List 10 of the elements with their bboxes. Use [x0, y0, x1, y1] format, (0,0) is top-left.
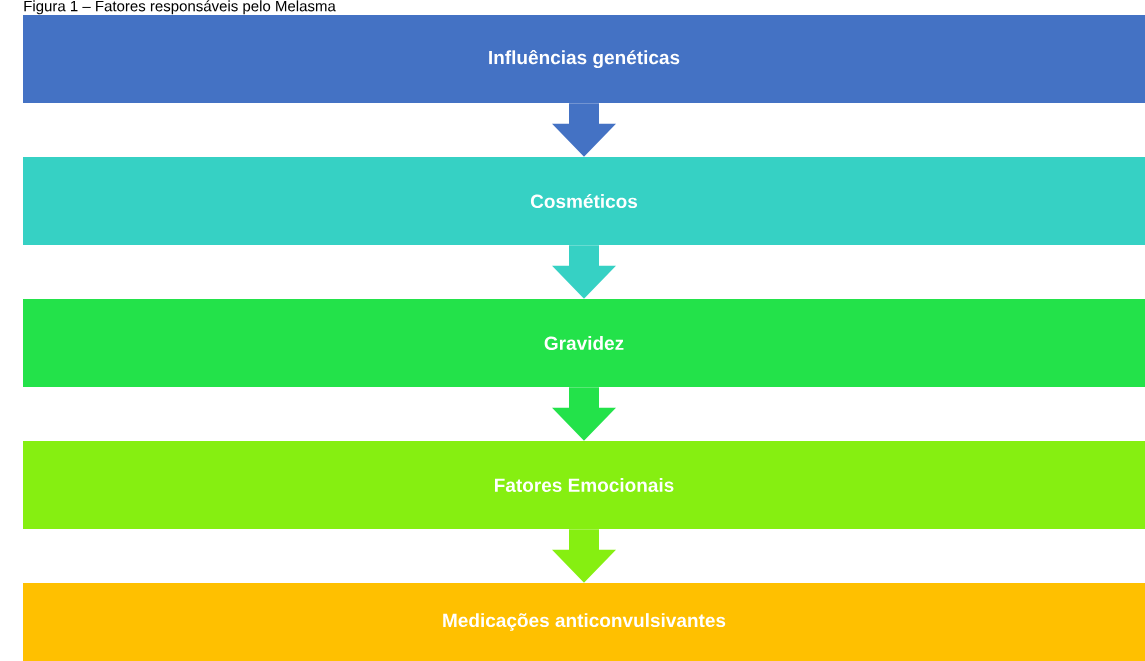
process-band: Medicações anticonvulsivantes: [23, 583, 1145, 661]
block-arrow: [552, 103, 616, 157]
block-arrow: [552, 245, 616, 299]
process-band: Cosméticos: [23, 157, 1145, 245]
process-band: Fatores Emocionais: [23, 441, 1145, 529]
process-band: Influências genéticas: [23, 15, 1145, 103]
block-arrow: [552, 387, 616, 441]
process-band: Gravidez: [23, 299, 1145, 387]
figure-title: Figura 1 – Fatores responsáveis pelo Melasma: [24, 0, 336, 15]
block-arrow: [552, 529, 616, 583]
